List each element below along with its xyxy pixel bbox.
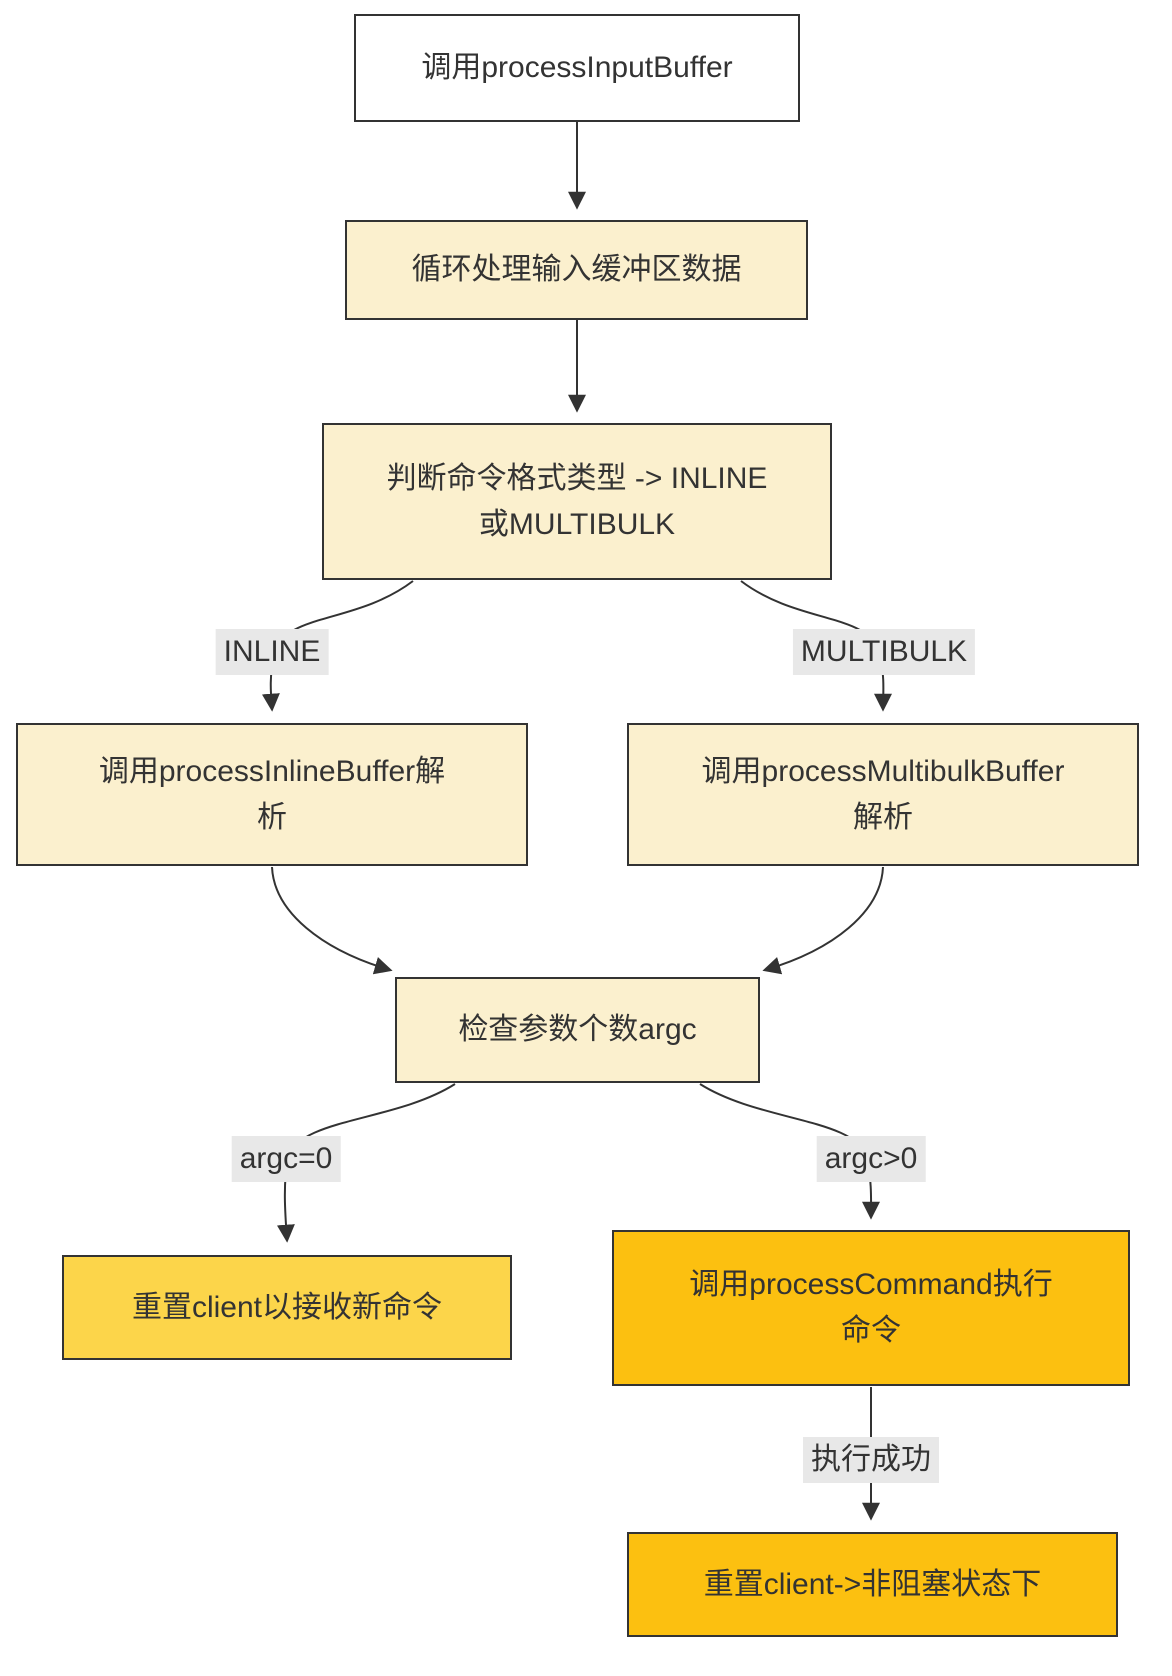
edge-label-multibulk: MULTIBULK bbox=[792, 629, 976, 675]
node-check-argc: 检查参数个数argc bbox=[395, 977, 760, 1083]
edge-label-argc-zero: argc=0 bbox=[231, 1136, 341, 1182]
edge-label-argc-positive: argc>0 bbox=[816, 1136, 926, 1182]
node-reset-client-new-command: 重置client以接收新命令 bbox=[62, 1255, 512, 1360]
node-call-process-inline-buffer: 调用processInlineBuffer解 析 bbox=[16, 723, 528, 866]
node-loop-input-buffer: 循环处理输入缓冲区数据 bbox=[345, 220, 808, 320]
edge-inline-to-argc bbox=[271, 866, 393, 975]
node-reset-client-nonblocking: 重置client->非阻塞状态下 bbox=[627, 1532, 1118, 1637]
node-call-process-multibulk-buffer: 调用processMultibulkBuffer 解析 bbox=[627, 723, 1139, 866]
node-judge-command-format: 判断命令格式类型 -> INLINE 或MULTIBULK bbox=[322, 423, 832, 580]
edge-label-inline: INLINE bbox=[215, 629, 329, 675]
edge-multibulk-to-argc bbox=[762, 866, 884, 975]
node-call-process-command: 调用processCommand执行 命令 bbox=[612, 1230, 1130, 1386]
node-call-process-input-buffer: 调用processInputBuffer bbox=[354, 14, 800, 122]
edge-label-exec-success: 执行成功 bbox=[803, 1437, 939, 1483]
